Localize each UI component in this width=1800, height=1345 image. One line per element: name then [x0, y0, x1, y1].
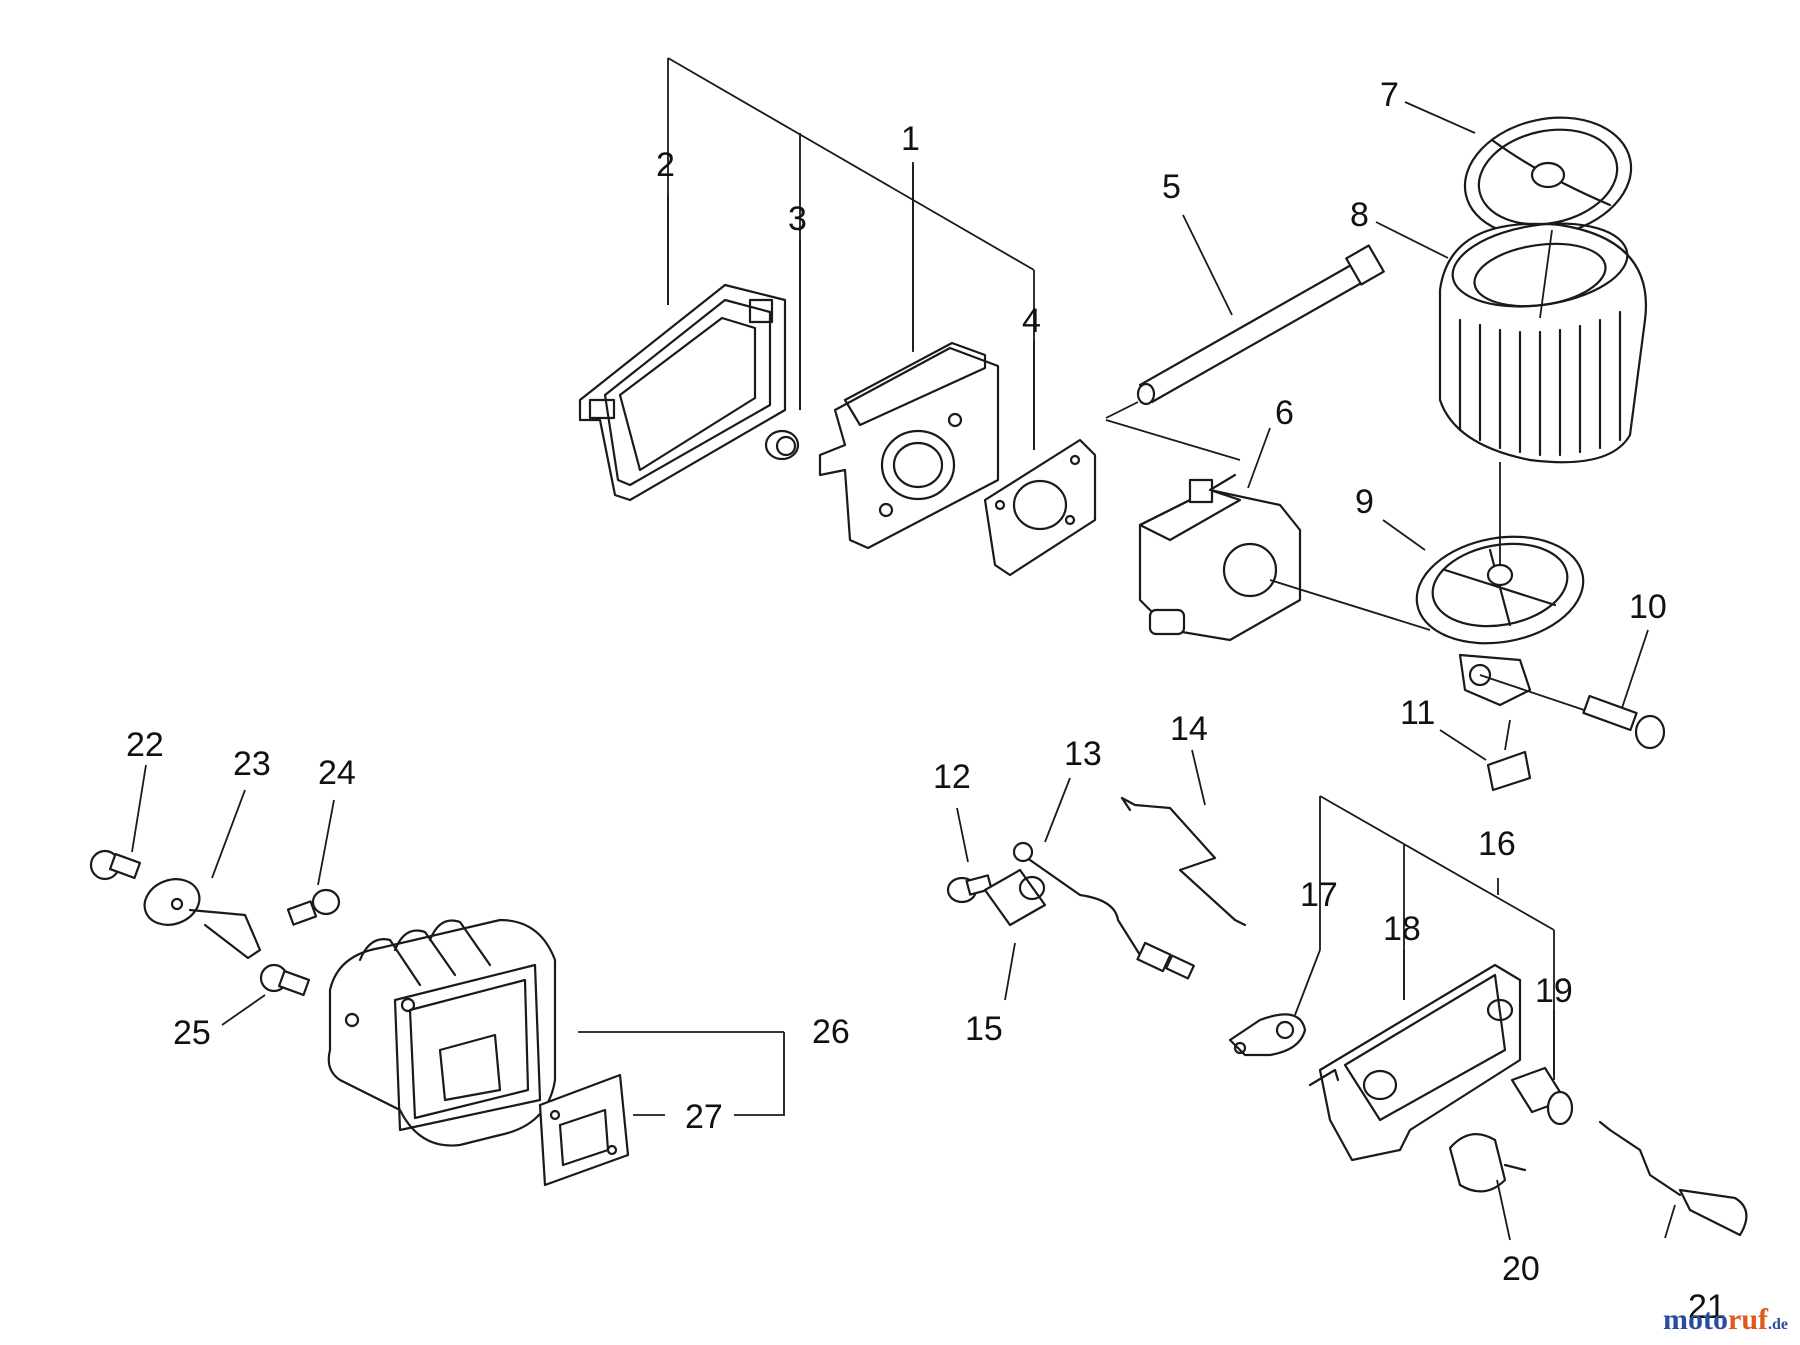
- part-24-screw: [286, 888, 341, 926]
- part-15-sleeve: [983, 868, 1047, 927]
- part-6-carburetor: [1105, 419, 1431, 642]
- label-26: 26: [812, 1013, 850, 1051]
- label-20: 20: [1502, 1250, 1540, 1288]
- label-24: 24: [318, 754, 356, 792]
- part-26-muffler: [327, 918, 557, 1147]
- label-7: 7: [1380, 76, 1399, 114]
- part-11-block: [1486, 719, 1532, 792]
- part-20-switch: [1448, 1132, 1527, 1241]
- label-15: 15: [965, 1010, 1003, 1048]
- part-12-screw: [946, 874, 993, 904]
- label-5: 5: [1162, 168, 1181, 206]
- part-21-rod: [1598, 1120, 1748, 1237]
- bracket-group-26: [578, 1031, 785, 1116]
- label-8: 8: [1350, 196, 1369, 234]
- part-19-pin: [1510, 1066, 1574, 1126]
- label-22: 22: [126, 726, 164, 764]
- label-16: 16: [1478, 825, 1516, 863]
- watermark-part-2: ruf: [1728, 1303, 1768, 1336]
- part-5-tube: [1105, 244, 1385, 419]
- label-6: 6: [1275, 394, 1294, 432]
- part-4-gasket: [983, 438, 1097, 577]
- label-4: 4: [1022, 302, 1041, 340]
- part-10-bolt: [1479, 674, 1666, 750]
- watermark-part-1: moto: [1663, 1303, 1728, 1336]
- label-25: 25: [173, 1014, 211, 1052]
- label-19: 19: [1535, 972, 1573, 1010]
- part-23-bracket: [143, 878, 262, 960]
- label-23: 23: [233, 745, 271, 783]
- part-1-flange: [818, 341, 1000, 550]
- part-7-filter-cover: [1463, 116, 1633, 238]
- watermark-logo: motoruf.de: [1663, 1303, 1788, 1337]
- label-12: 12: [933, 758, 971, 796]
- part-13-cable: [1012, 841, 1195, 980]
- label-14: 14: [1170, 710, 1208, 748]
- part-2-frame: [578, 283, 787, 502]
- watermark-part-3: .de: [1768, 1316, 1788, 1333]
- part-number-labels: 1 2 3 4 5 6 7 8 9 10 11 12 13 14 15 16 1…: [126, 76, 1726, 1326]
- label-13: 13: [1064, 735, 1102, 773]
- label-18: 18: [1383, 910, 1421, 948]
- label-11: 11: [1400, 694, 1435, 732]
- part-3-nut: [764, 429, 800, 461]
- part-9-filter-base: [1415, 462, 1585, 707]
- label-1: 1: [901, 120, 920, 158]
- label-3: 3: [788, 200, 807, 238]
- part-17-clip: [1228, 1013, 1307, 1057]
- leader-lines: [131, 101, 1676, 1239]
- label-27: 27: [685, 1098, 723, 1136]
- part-18-housing: [1308, 963, 1522, 1162]
- label-9: 9: [1355, 483, 1374, 521]
- part-14-wire: [1120, 796, 1247, 927]
- part-25-screw: [259, 963, 311, 997]
- label-21: 21: [1688, 1288, 1726, 1326]
- label-17: 17: [1300, 876, 1338, 914]
- part-27-gasket: [538, 1073, 630, 1187]
- label-10: 10: [1629, 588, 1667, 626]
- part-8-air-filter: [1438, 222, 1648, 464]
- part-22-screw: [89, 849, 142, 881]
- label-2: 2: [656, 146, 675, 184]
